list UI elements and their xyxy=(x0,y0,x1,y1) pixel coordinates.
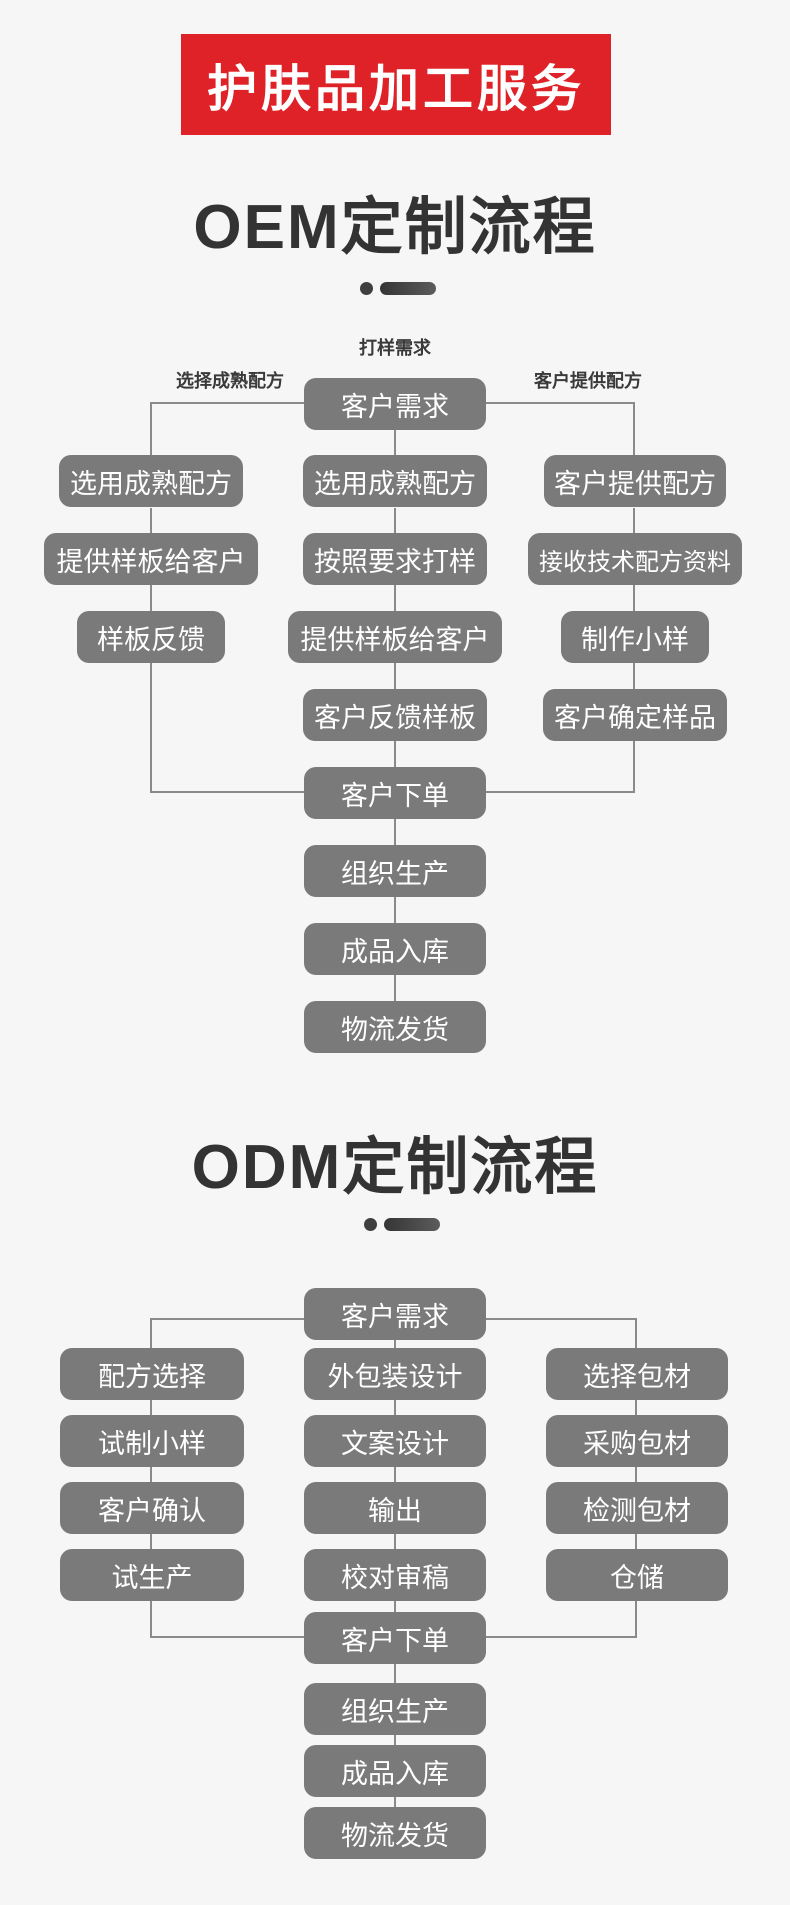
flow-node-oem-center-4: 客户反馈样板 xyxy=(303,689,487,741)
connector-line xyxy=(394,1735,396,1745)
flow-node-oem-right-3: 制作小样 xyxy=(561,611,709,663)
flow-node-odm-tail-3: 成品入库 xyxy=(304,1745,486,1797)
connector-line xyxy=(394,663,396,689)
connector-line xyxy=(635,1400,637,1415)
flow-node-odm-center-2: 文案设计 xyxy=(304,1415,486,1467)
flow-node-oem-left-3: 样板反馈 xyxy=(77,611,225,663)
flow-node-odm-center-1: 外包装设计 xyxy=(304,1348,486,1400)
connector-line xyxy=(150,1601,152,1638)
flow-node-oem-center-1: 选用成熟配方 xyxy=(303,455,487,507)
flow-node-odm-tail-4: 物流发货 xyxy=(304,1807,486,1859)
connector-line xyxy=(394,1534,396,1549)
divider-bar-icon xyxy=(384,1218,440,1231)
connector-line xyxy=(633,585,635,611)
flow-node-oem-tail-3: 成品入库 xyxy=(304,923,486,975)
flow-node-odm-left-4: 试生产 xyxy=(60,1549,244,1601)
divider-bar-icon xyxy=(380,282,436,295)
flow-node-oem-right-4: 客户确定样品 xyxy=(543,689,727,741)
header-banner: 护肤品加工服务 xyxy=(181,34,611,135)
connector-line xyxy=(635,1318,637,1348)
connector-line xyxy=(150,402,152,455)
connector-line xyxy=(633,402,635,455)
flow-node-odm-left-2: 试制小样 xyxy=(60,1415,244,1467)
banner-title: 护肤品加工服务 xyxy=(207,60,585,117)
flow-node-odm-tail-2: 组织生产 xyxy=(304,1683,486,1735)
flow-node-oem-root: 客户需求 xyxy=(304,378,486,430)
connector-line xyxy=(394,1467,396,1482)
connector-line xyxy=(486,791,635,793)
flow-node-oem-right-2: 接收技术配方资料 xyxy=(528,533,742,585)
flow-node-odm-right-4: 仓储 xyxy=(546,1549,728,1601)
flow-node-odm-tail-1: 客户下单 xyxy=(304,1612,486,1664)
connector-line xyxy=(394,508,396,533)
flow-node-oem-tail-1: 客户下单 xyxy=(304,767,486,819)
flow-node-odm-center-4: 校对审稿 xyxy=(304,1549,486,1601)
connector-line xyxy=(151,1636,304,1638)
divider-dot-icon xyxy=(364,1218,377,1231)
connector-line xyxy=(635,1601,637,1638)
connector-line xyxy=(150,1318,152,1348)
flow-node-oem-left-2: 提供样板给客户 xyxy=(44,533,258,585)
connector-line xyxy=(394,1400,396,1415)
odm-section-title: ODM定制流程 xyxy=(191,1133,599,1202)
oem-section-title: OEM定制流程 xyxy=(193,193,597,262)
connector-line xyxy=(394,1797,396,1807)
flow-node-odm-right-1: 选择包材 xyxy=(546,1348,728,1400)
flow-node-odm-right-2: 采购包材 xyxy=(546,1415,728,1467)
connector-line xyxy=(394,897,396,923)
connector-line xyxy=(635,1534,637,1549)
connector-line xyxy=(633,508,635,533)
divider-dot-icon xyxy=(360,282,373,295)
connector-line xyxy=(486,1636,637,1638)
oem-top-label: 打样需求 xyxy=(359,338,431,358)
connector-line xyxy=(633,741,635,793)
connector-line xyxy=(150,1534,152,1549)
flow-node-odm-center-3: 输出 xyxy=(304,1482,486,1534)
flow-node-oem-center-3: 提供样板给客户 xyxy=(288,611,502,663)
flow-node-oem-left-1: 选用成熟配方 xyxy=(59,455,243,507)
connector-line xyxy=(150,663,152,793)
flow-node-odm-root: 客户需求 xyxy=(304,1288,486,1340)
flow-node-odm-right-3: 检测包材 xyxy=(546,1482,728,1534)
connector-line xyxy=(394,585,396,611)
connector-line xyxy=(394,430,396,455)
flow-node-oem-right-1: 客户提供配方 xyxy=(544,455,726,507)
connector-line xyxy=(394,975,396,1001)
flow-node-oem-tail-4: 物流发货 xyxy=(304,1001,486,1053)
connector-line xyxy=(394,819,396,845)
connector-line xyxy=(394,1340,396,1348)
connector-line xyxy=(394,741,396,767)
flow-node-oem-tail-2: 组织生产 xyxy=(304,845,486,897)
connector-line xyxy=(150,508,152,533)
connector-line xyxy=(151,791,304,793)
connector-line xyxy=(150,1467,152,1482)
oem-left-branch-label: 选择成熟配方 xyxy=(176,371,284,391)
flow-node-odm-left-1: 配方选择 xyxy=(60,1348,244,1400)
connector-line xyxy=(150,585,152,611)
oem-right-branch-label: 客户提供配方 xyxy=(534,371,642,391)
connector-line xyxy=(635,1467,637,1482)
connector-line xyxy=(394,1601,396,1612)
connector-line xyxy=(394,1664,396,1683)
flow-node-odm-left-3: 客户确认 xyxy=(60,1482,244,1534)
flow-node-oem-center-2: 按照要求打样 xyxy=(303,533,487,585)
connector-line xyxy=(150,1400,152,1415)
connector-line xyxy=(633,663,635,689)
